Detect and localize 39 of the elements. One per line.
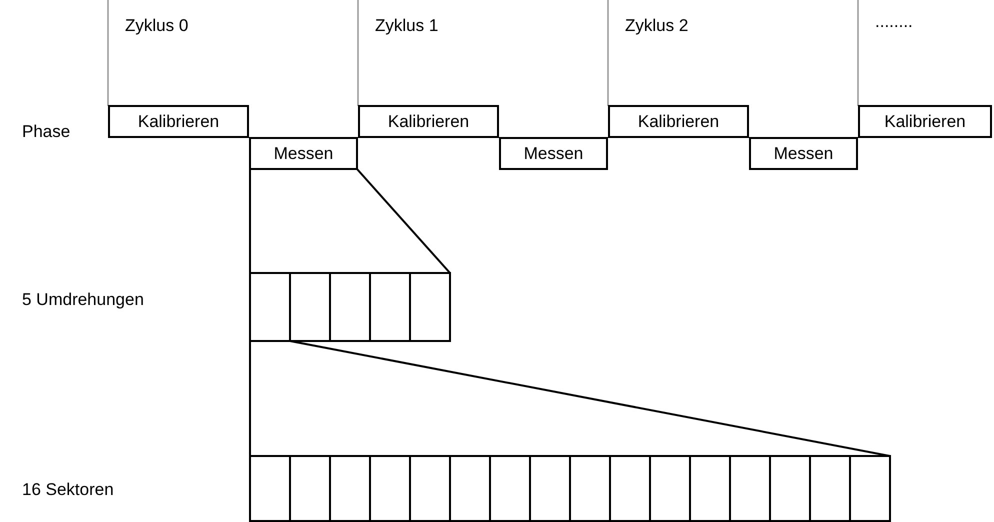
zoom-line: [249, 341, 251, 456]
row-label: 16 Sektoren: [22, 480, 114, 500]
cell-box: [369, 455, 411, 522]
cell-box: [449, 455, 491, 522]
cell-box: [569, 455, 611, 522]
cell-box: [809, 455, 851, 522]
cell-box: [329, 272, 371, 342]
row-label: Zyklus 1: [375, 16, 438, 36]
phase-box: Messen: [499, 137, 608, 170]
phase-box: Kalibrieren: [858, 105, 992, 138]
cell-box: [489, 455, 531, 522]
cell-box: [249, 272, 291, 342]
cell-box: [289, 272, 331, 342]
row-label: 5 Umdrehungen: [22, 290, 144, 310]
row-label: ........: [875, 12, 913, 32]
cell-box: [329, 455, 371, 522]
phase-box: Messen: [249, 137, 358, 170]
cell-box: [689, 455, 731, 522]
cell-box: [529, 455, 571, 522]
cell-box: [289, 455, 331, 522]
phase-box: Messen: [749, 137, 858, 170]
zoom-line: [249, 169, 251, 273]
zoom-line: [356, 168, 451, 274]
cell-box: [729, 455, 771, 522]
row-label: Phase: [22, 122, 70, 142]
row-label: Zyklus 0: [125, 16, 188, 36]
cell-box: [849, 455, 891, 522]
cell-box: [769, 455, 811, 522]
zoom-line: [290, 340, 890, 457]
cell-box: [409, 455, 451, 522]
cell-box: [609, 455, 651, 522]
cell-box: [409, 272, 451, 342]
cell-box: [249, 455, 291, 522]
phase-box: Kalibrieren: [608, 105, 749, 138]
cell-box: [369, 272, 411, 342]
phase-box: Kalibrieren: [108, 105, 249, 138]
phase-box: Kalibrieren: [358, 105, 499, 138]
cell-box: [649, 455, 691, 522]
row-label: Zyklus 2: [625, 16, 688, 36]
